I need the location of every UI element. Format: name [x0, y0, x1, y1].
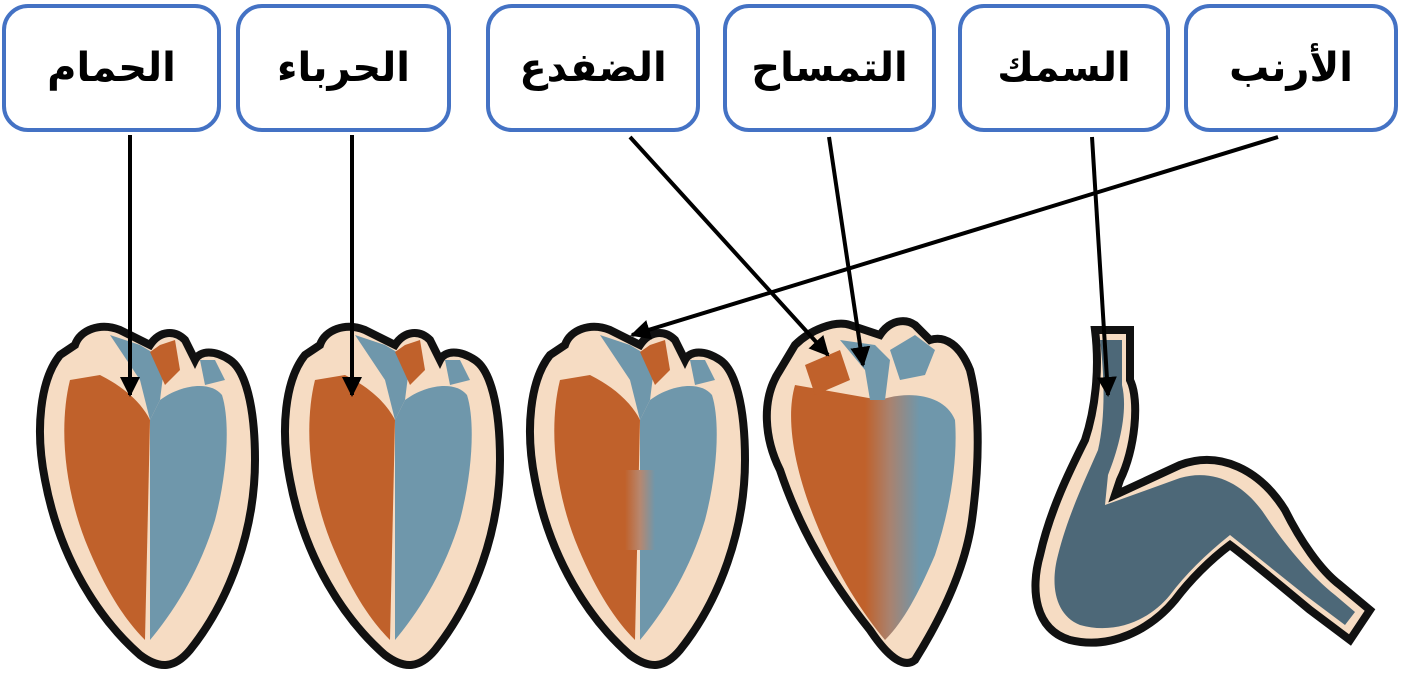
heart-crocodile	[767, 321, 978, 663]
arrow-rabbit	[632, 137, 1278, 335]
heart-chameleon	[285, 327, 500, 665]
heart-pigeon	[40, 327, 255, 665]
heart-frog	[530, 327, 745, 665]
arrow-frog	[630, 137, 828, 355]
heart-fish	[1035, 330, 1370, 643]
